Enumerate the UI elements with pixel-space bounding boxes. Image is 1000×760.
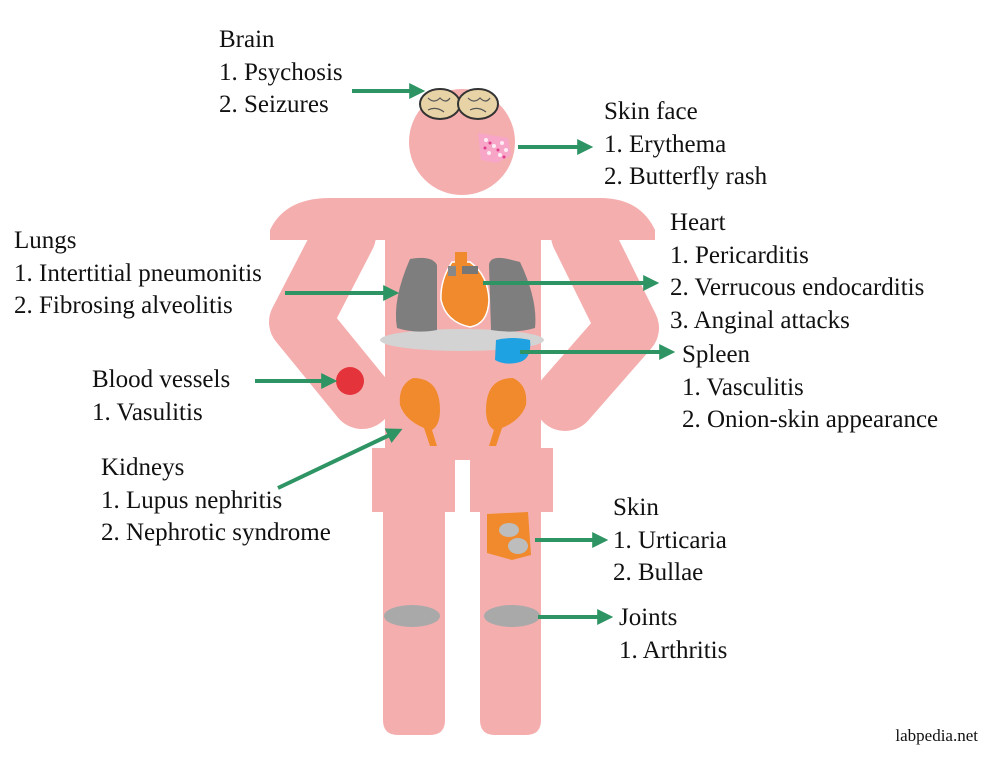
label-item: 1. Erythema [604, 130, 727, 158]
label-item: 2. Fibrosing alveolitis [14, 292, 233, 319]
brain-icon [419, 88, 499, 120]
left-kidney-icon [399, 378, 440, 446]
butterfly-rash-icon [478, 133, 511, 163]
heart-label: Heart 1. Pericarditis 2. Verrucous endoc… [670, 207, 924, 337]
blood-vessels-label: Blood vessels 1. Vasulitis [92, 364, 230, 429]
blood-vessel-icon [336, 367, 364, 395]
right-lung-icon [489, 257, 536, 332]
right-knee-joint-icon [484, 605, 540, 627]
label-item: 1. Pericarditis [670, 241, 809, 269]
label-title: Skin [613, 494, 659, 521]
body-silhouette [269, 89, 659, 735]
label-item: 3. Anginal attacks [670, 306, 850, 334]
label-item: 1. Lupus nephritis [101, 486, 283, 514]
label-item: 2. Onion-skin appearance [682, 406, 939, 433]
label-item: 2. Bullae [613, 559, 704, 586]
label-title: Heart [670, 209, 726, 236]
skin-lesion-icon [487, 512, 531, 560]
left-knee-joint-icon [384, 605, 440, 627]
label-title: Joints [619, 604, 678, 631]
right-kidney-icon [486, 378, 527, 446]
label-title: Blood vessels [92, 366, 231, 393]
label-title: Spleen [682, 341, 751, 368]
joints-label: Joints 1. Arthritis [619, 602, 727, 667]
label-item: 1. Arthritis [619, 636, 728, 664]
label-title: Skin face [604, 98, 698, 125]
hips [372, 448, 553, 512]
right-arm [534, 204, 659, 431]
kidneys-label: Kidneys 1. Lupus nephritis 2. Nephrotic … [101, 452, 331, 550]
left-lung-icon [395, 257, 437, 332]
label-title: Brain [219, 26, 275, 53]
label-item: 2. Verrucous endocarditis [670, 274, 925, 301]
site-credit: labpedia.net [895, 726, 978, 745]
spleen-icon [495, 338, 531, 364]
skin-face-label: Skin face 1. Erythema 2. Butterfly rash [604, 96, 767, 194]
spleen-label: Spleen 1. Vasculitis 2. Onion-skin appea… [682, 339, 938, 437]
label-item: 1. Vasculitis [682, 373, 804, 401]
label-title: Lungs [14, 227, 77, 254]
kidneys-arrow [277, 428, 403, 490]
skin-label: Skin 1. Urticaria 2. Bullae [613, 492, 727, 590]
lungs-label: Lungs 1. Intertitial pneumonitis 2. Fibr… [14, 225, 262, 323]
label-item: 1. Vasulitis [92, 398, 203, 426]
label-item: 2. Butterfly rash [604, 163, 768, 190]
label-title: Kidneys [101, 454, 185, 481]
brain-label: Brain 1. Psychosis 2. Seizures [219, 24, 343, 122]
heart-icon [440, 252, 490, 328]
label-item: 1. Psychosis [219, 58, 343, 86]
label-item: 1. Urticaria [613, 526, 727, 554]
label-item: 2. Seizures [219, 91, 329, 118]
label-item: 2. Nephrotic syndrome [101, 519, 331, 546]
label-item: 1. Intertitial pneumonitis [14, 259, 262, 287]
